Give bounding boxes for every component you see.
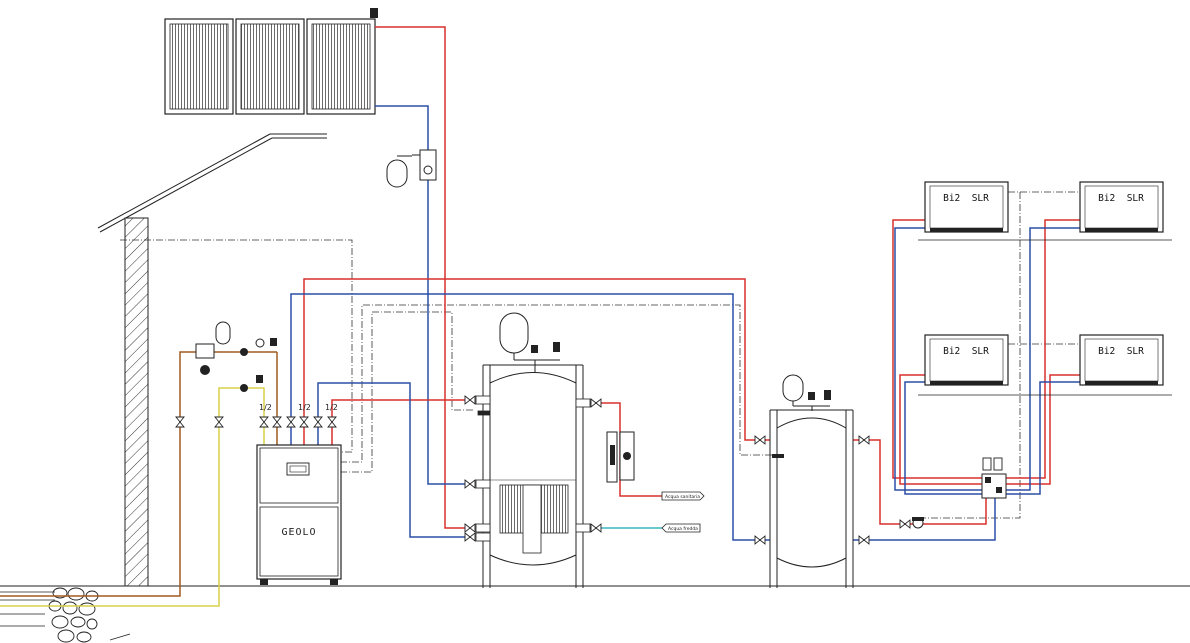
fancoil-flow-pipes (853, 219, 1080, 525)
fancoil-manifold (981, 457, 1007, 499)
house-wall (124, 217, 149, 587)
fan-coil-label: Bi2 SLR (943, 346, 989, 357)
boiler-label: GEOLO (281, 527, 316, 538)
solar-expansion-vessel (386, 155, 412, 188)
solar-pump-station (412, 149, 437, 181)
dhw-expansion-vessel (499, 312, 560, 372)
solar-flow-pipe (375, 26, 470, 529)
floor-lines (918, 239, 1172, 396)
dhw-output-labels: Acqua sanitaria Acqua fredda (661, 491, 705, 533)
circulation-pump (899, 517, 924, 529)
connection-number: 1/2 (259, 403, 272, 412)
boiler-valves (175, 416, 337, 428)
fan-coil-label: Bi2 SLR (1098, 346, 1144, 357)
solar-collectors (164, 18, 376, 115)
buffer-expansion-vessel (782, 374, 831, 411)
ground (0, 585, 1190, 641)
buffer-tank (769, 409, 854, 588)
dhw-mixing-station (606, 431, 635, 483)
fan-coil: Bi2 SLR (924, 181, 1009, 233)
fan-coil: Bi2 SLR (1079, 181, 1164, 233)
dhw-storage-tank (482, 364, 584, 588)
boiler-return-pipes (290, 293, 770, 541)
fan-coil-label: Bi2 SLR (1098, 193, 1144, 204)
cold-water-label: Acqua fredda (668, 526, 698, 532)
solar-return-pipe (375, 105, 470, 485)
fan-coil: Bi2 SLR (1079, 334, 1164, 386)
connection-number: 1/2 (298, 403, 311, 412)
hot-water-label: Acqua sanitaria (665, 494, 700, 500)
roof (97, 133, 327, 233)
boiler: GEOLO (256, 444, 342, 585)
dhw-tank-coil (499, 484, 569, 554)
gas-filter-group (195, 321, 277, 392)
fancoil-return-pipes (853, 227, 1080, 541)
gravel (48, 587, 99, 643)
collector-air-vent (370, 8, 378, 18)
fan-coil: Bi2 SLR (924, 334, 1009, 386)
connection-number: 1/2 (325, 403, 338, 412)
dhw-tank-nozzles (475, 395, 591, 542)
control-lines (120, 191, 1082, 519)
fan-coil-label: Bi2 SLR (943, 193, 989, 204)
boiler-flow-pipes (303, 278, 770, 445)
